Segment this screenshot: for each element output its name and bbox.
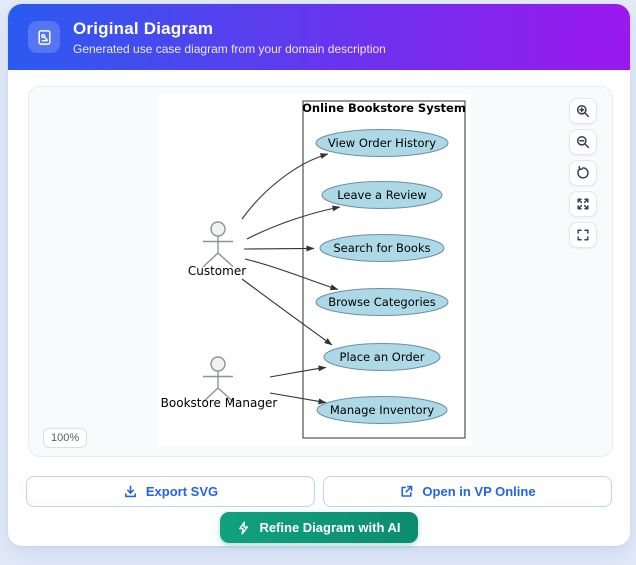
page-title: Original Diagram bbox=[73, 18, 214, 38]
use-case-label: Browse Categories bbox=[328, 295, 436, 309]
viewer-controls bbox=[569, 98, 597, 248]
page-subtitle: Generated use case diagram from your dom… bbox=[73, 41, 386, 56]
external-link-icon bbox=[401, 485, 413, 497]
use-case-label: Manage Inventory bbox=[330, 403, 434, 417]
use-case-label: View Order History bbox=[328, 136, 436, 150]
system-boundary: Online Bookstore System bbox=[302, 100, 466, 439]
use-case-label: Search for Books bbox=[333, 241, 430, 255]
open-vp-online-label: Open in VP Online bbox=[422, 484, 536, 499]
app-card: Original Diagram Generated use case diag… bbox=[8, 4, 630, 546]
actor-bookstore-manager-label: Bookstore Manager bbox=[161, 396, 278, 410]
export-svg-label: Export SVG bbox=[145, 484, 219, 499]
use-case-ellipses bbox=[315, 129, 449, 424]
lightning-icon bbox=[239, 521, 249, 534]
zoom-out-button[interactable] bbox=[569, 129, 597, 155]
fullscreen-button[interactable] bbox=[569, 222, 597, 248]
reset-view-button[interactable] bbox=[569, 160, 597, 186]
actor-customer bbox=[202, 221, 234, 268]
download-icon bbox=[124, 485, 136, 498]
fullscreen-icon bbox=[577, 229, 589, 241]
refine-row: Refine Diagram with AI bbox=[8, 512, 630, 543]
open-vp-online-button[interactable]: Open in VP Online bbox=[323, 476, 612, 507]
expand-button[interactable] bbox=[569, 191, 597, 217]
actor-bookstore-manager bbox=[202, 356, 234, 403]
zoom-in-icon bbox=[576, 104, 590, 118]
use-case-label: Place an Order bbox=[340, 350, 425, 364]
refine-diagram-label: Refine Diagram with AI bbox=[259, 520, 401, 535]
export-svg-button[interactable]: Export SVG bbox=[26, 476, 315, 507]
header: Original Diagram Generated use case diag… bbox=[8, 4, 630, 70]
diagram-canvas[interactable]: Online Bookstore System bbox=[158, 94, 471, 446]
expand-icon bbox=[577, 198, 589, 210]
use-case-label: Leave a Review bbox=[337, 188, 427, 202]
diagram-viewer-panel: Online Bookstore System bbox=[28, 86, 613, 457]
reset-icon bbox=[577, 166, 589, 179]
actor-customer-label: Customer bbox=[188, 264, 246, 278]
use-case-labels: View Order History Leave a Review Search… bbox=[328, 136, 436, 417]
action-buttons-row: Export SVG Open in VP Online bbox=[26, 476, 612, 507]
association-arrows bbox=[241, 153, 341, 405]
system-boundary-label: Online Bookstore System bbox=[302, 101, 466, 115]
zoom-out-icon bbox=[576, 135, 590, 149]
zoom-level-badge: 100% bbox=[43, 428, 88, 448]
refine-diagram-button[interactable]: Refine Diagram with AI bbox=[220, 512, 418, 543]
diagram-file-icon bbox=[28, 21, 60, 53]
zoom-in-button[interactable] bbox=[569, 98, 597, 124]
